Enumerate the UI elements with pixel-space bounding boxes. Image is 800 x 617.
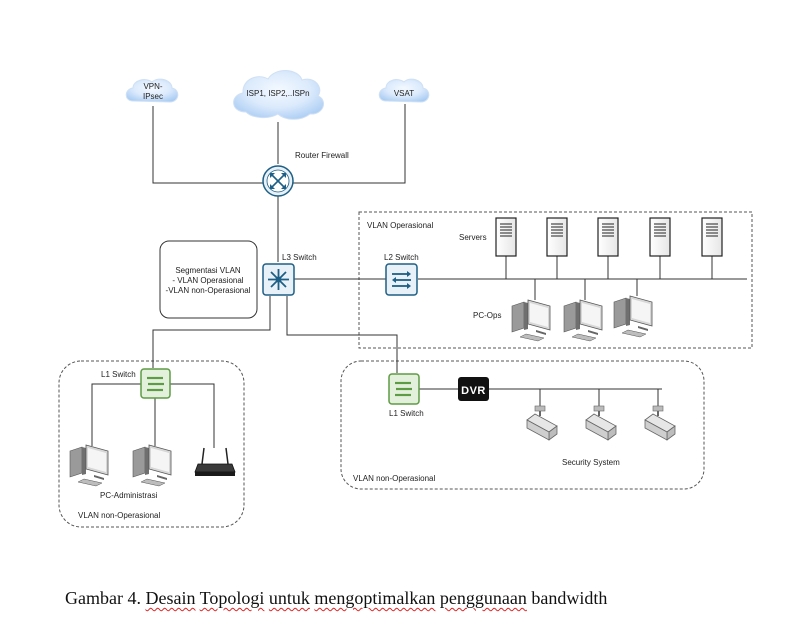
connection-lines [91,104,747,448]
vlan-non-operasional-left-label: VLAN non-Operasional [78,511,160,520]
wireless-router-icon [194,447,236,476]
caption-word: mengoptimalkan [314,588,436,608]
router-firewall-icon [262,165,294,197]
cloud-vsat: VSAT [378,78,430,103]
server-icon [701,217,723,257]
caption-word: Desain [145,588,196,608]
l1-switch-right-label: L1 Switch [389,409,424,418]
security-system-label: Security System [562,458,620,467]
cloud-vsat-label: VSAT [394,89,414,98]
desktop-pc-icon [563,299,603,342]
figure-caption: Gambar 4. Desain Topologi untuk mengopti… [65,588,607,609]
dvr-icon: DVR [458,377,489,401]
pc-ops-label: PC-Ops [473,311,501,320]
vlan-operasional-region [358,211,753,349]
cloud-vpn-ipsec: VPN- IPsec [125,78,179,103]
dvr-label: DVR [461,385,486,397]
pc-administrasi-label: PC-Administrasi [100,491,158,500]
caption-suffix: bandwidth [526,588,608,608]
cloud-ipsec-label: IPsec [143,92,163,101]
security-camera-icon [644,405,676,441]
desktop-pc-icon [69,444,109,487]
l2-switch-label: L2 Switch [384,253,419,262]
security-camera-icon [585,405,617,441]
l2-switch-icon [385,263,418,296]
note-line-1: Segmentasi VLAN [175,266,241,275]
server-icon [597,217,619,257]
vlan-non-operasional-right-region [340,360,705,490]
l3-switch-label: L3 Switch [282,253,317,262]
vlan-operasional-label: VLAN Operasional [367,221,433,230]
note-line-3: -VLAN non-Operasional [166,286,251,295]
desktop-pc-icon [613,295,653,338]
cloud-isp: ISP1, ISP2,..ISPn [233,70,325,120]
l1-switch-right-icon [388,373,420,405]
servers-label: Servers [459,233,487,242]
caption-prefix: Gambar 4. [65,588,146,608]
caption-word: untuk [268,588,310,608]
cloud-isp-label: ISP1, ISP2,..ISPn [246,89,309,98]
server-icon [649,217,671,257]
segmentation-note-box [159,240,258,319]
caption-word: penggunaan [439,588,527,608]
l1-switch-left-label: L1 Switch [101,370,136,379]
caption-word: Topologi [199,588,265,608]
l3-switch-icon [262,263,295,296]
desktop-pc-icon [132,444,172,487]
note-line-2: - VLAN Operasional [172,276,243,285]
l1-switch-left-icon [140,368,171,399]
desktop-pc-icon [511,299,551,342]
security-camera-icon [526,405,558,441]
cloud-vpn-label: VPN- [143,82,162,91]
server-icon [495,217,517,257]
router-firewall-label: Router Firewall [295,151,349,160]
server-icon [546,217,568,257]
vlan-non-operasional-right-label: VLAN non-Operasional [353,474,435,483]
vlan-non-operasional-left-region [58,360,245,528]
